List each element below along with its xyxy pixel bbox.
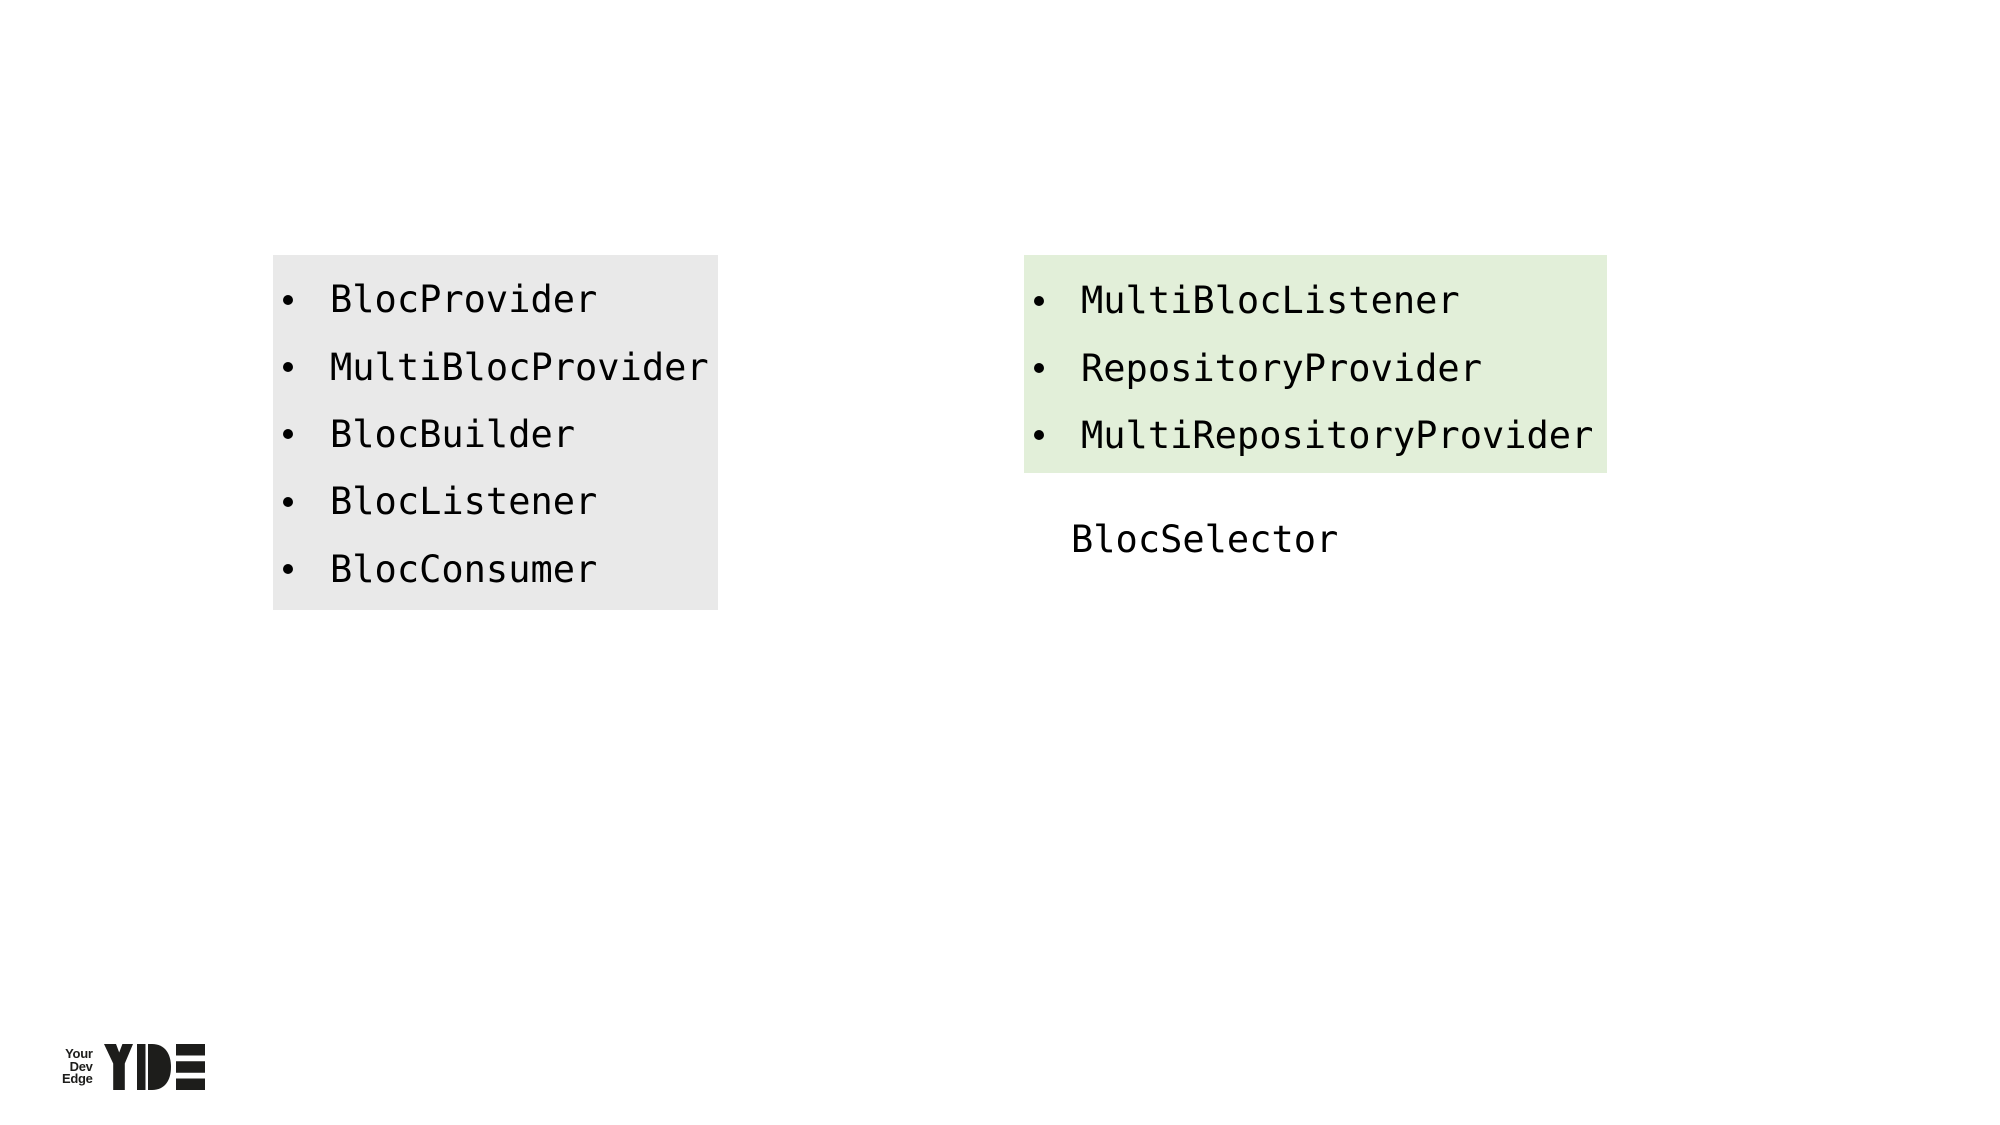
list-item-label: MultiBlocProvider (330, 345, 709, 389)
list-item: BlocListener (273, 468, 718, 535)
list-item: BlocBuilder (273, 401, 718, 468)
list-item-label: MultiBlocListener (1081, 279, 1460, 323)
yde-logo-mark-icon (103, 1044, 205, 1090)
list-item: BlocConsumer (273, 536, 718, 603)
list-item: MultiBlocProvider (273, 333, 718, 400)
list-item: RepositoryProvider (1024, 334, 1607, 401)
bullet-icon (1034, 430, 1044, 441)
logo-word: Your (65, 1046, 93, 1062)
list-item-label: MultiRepositoryProvider (1081, 413, 1594, 457)
logo-word: Dev (69, 1058, 93, 1074)
list-item-label: BlocConsumer (330, 547, 598, 591)
bullet-icon (283, 294, 293, 305)
bullet-icon (283, 362, 293, 373)
bullet-icon (1034, 363, 1044, 374)
bullet-icon (1034, 295, 1044, 306)
bloc-selector-item: BlocSelector (1024, 518, 1607, 561)
bullet-icon (283, 429, 293, 440)
yde-logo-words: Your Dev Edge (62, 1048, 93, 1086)
provider-widgets-list: MultiBlocListener RepositoryProvider Mul… (1024, 255, 1607, 469)
list-item: BlocSelector (1024, 518, 1607, 561)
bullet-icon (283, 496, 293, 507)
list-item: BlocProvider (273, 266, 718, 333)
provider-widgets-panel: MultiBlocListener RepositoryProvider Mul… (1024, 255, 1607, 473)
list-item: MultiBlocListener (1024, 267, 1607, 334)
bullet-icon (283, 564, 293, 575)
list-item-label: BlocSelector (1071, 518, 1339, 561)
logo-word: Edge (62, 1071, 93, 1087)
list-item-label: BlocBuilder (330, 412, 576, 456)
list-item-label: BlocListener (330, 480, 598, 524)
yde-logo: Your Dev Edge (62, 1044, 205, 1090)
list-item: MultiRepositoryProvider (1024, 402, 1607, 469)
list-item-label: BlocProvider (330, 278, 598, 322)
bloc-widgets-list: BlocProvider MultiBlocProvider BlocBuild… (273, 255, 718, 603)
list-item-label: RepositoryProvider (1081, 346, 1482, 390)
bloc-widgets-panel: BlocProvider MultiBlocProvider BlocBuild… (273, 255, 718, 610)
